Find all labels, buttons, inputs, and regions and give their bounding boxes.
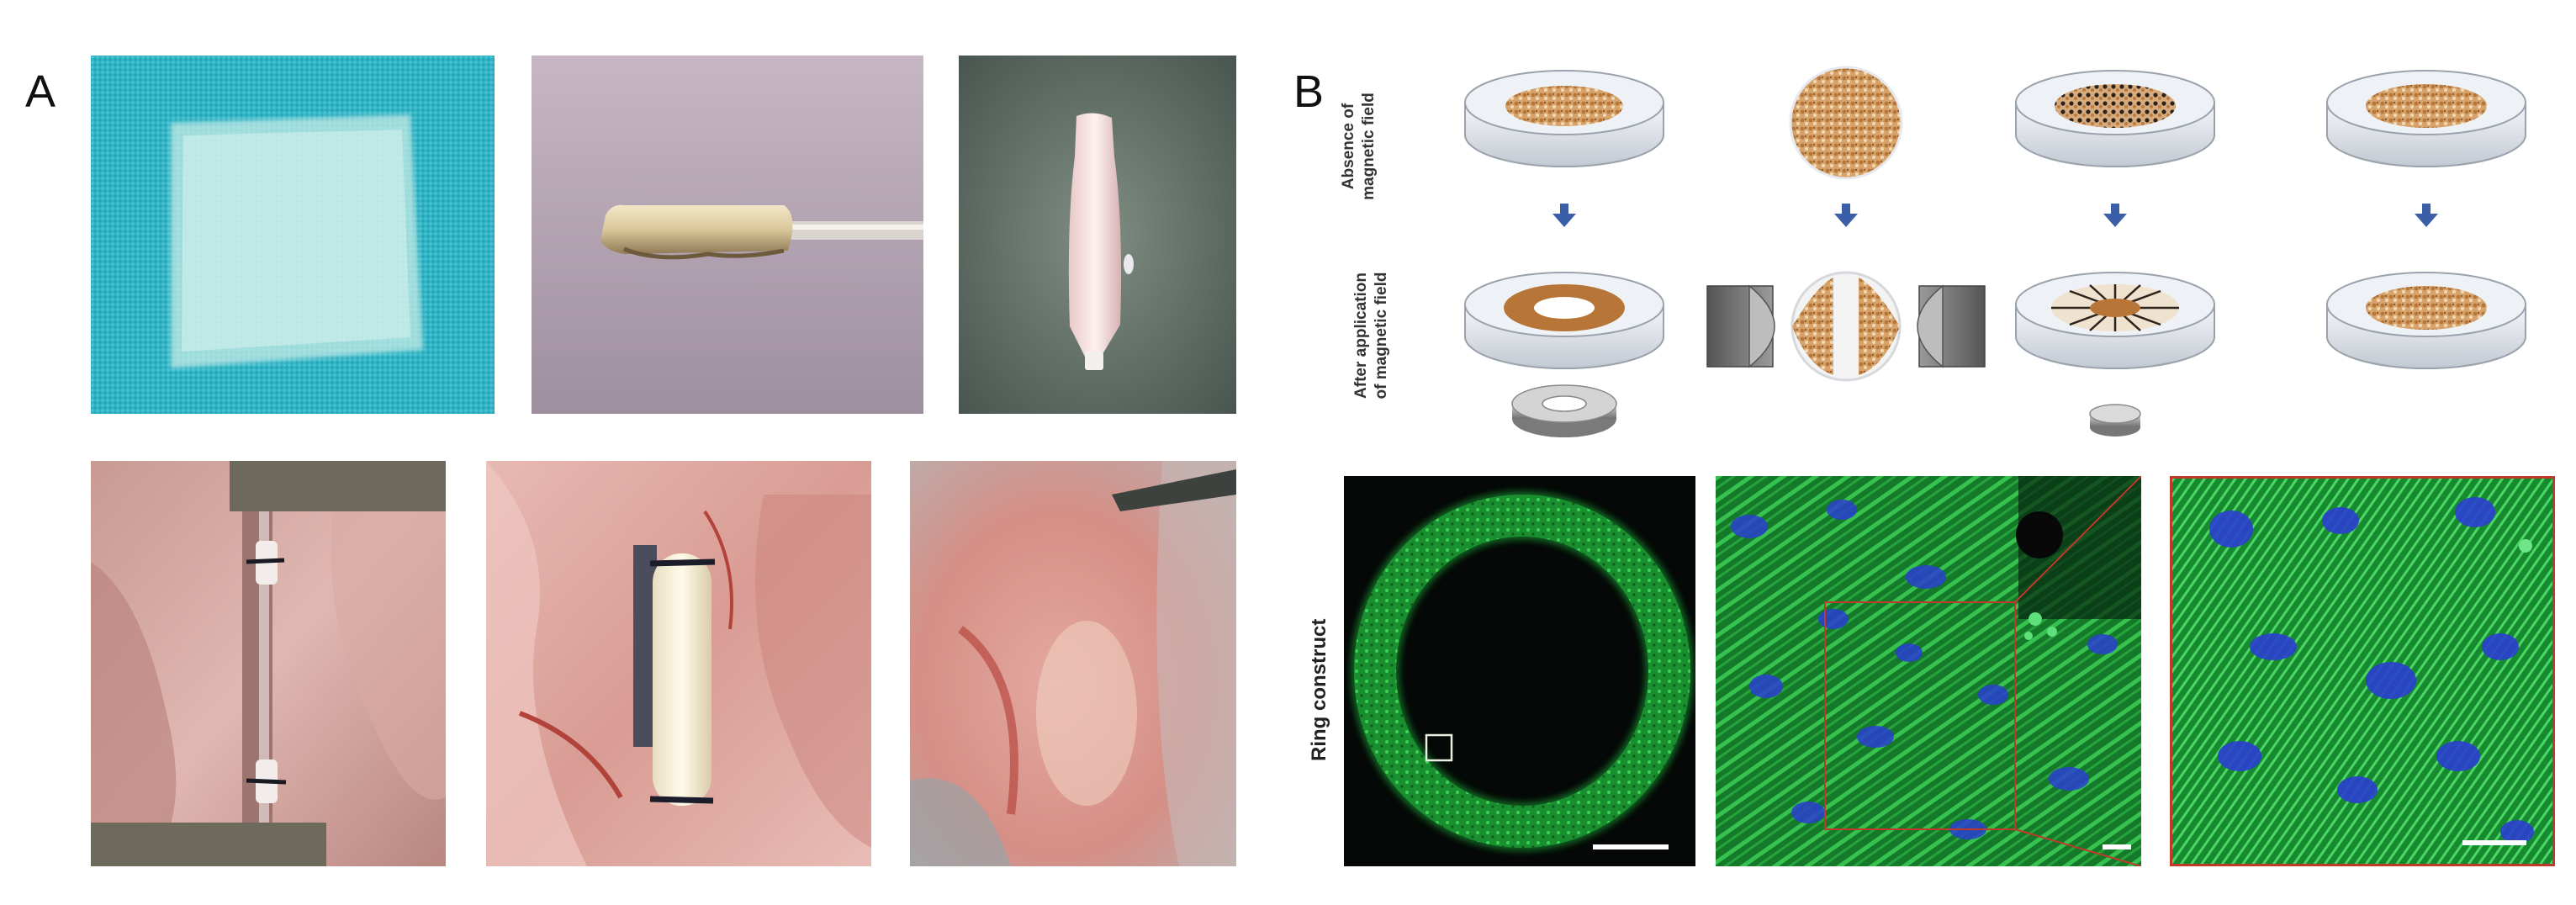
cell-sphere <box>1789 66 1903 180</box>
arrow-down-icons <box>1552 204 2438 227</box>
photo-implant-clamped <box>91 461 446 866</box>
zoom-box <box>1824 601 2016 830</box>
petri-dish-icon <box>2326 272 2526 369</box>
petri-dish-icon <box>2015 272 2215 369</box>
petri-dish-icon <box>2015 70 2215 167</box>
panel-label-a: A <box>25 66 56 117</box>
petri-dish-icon <box>1464 272 1664 369</box>
photo-implant-in-tissue <box>486 461 871 866</box>
photo-gel-sheet <box>91 56 495 414</box>
ring-construct-label: Ring construct <box>1308 618 1330 761</box>
micrograph-zoom <box>2170 476 2555 866</box>
photo-explant-site <box>910 461 1236 866</box>
bar-magnet-icon <box>1917 284 1986 368</box>
photo-sealed-tube <box>959 56 1236 414</box>
bar-magnet-icon <box>1706 284 1775 368</box>
micrograph-fibers <box>1716 476 2141 866</box>
scale-bar <box>1593 844 1669 849</box>
magnetic-schematic <box>1464 66 2526 437</box>
scale-bar <box>2462 840 2526 845</box>
micrograph-ring <box>1344 476 1695 866</box>
disc-magnet-icon <box>2089 404 2141 437</box>
photo-tube-on-rod <box>532 56 923 414</box>
petri-dish-icon <box>2326 70 2526 167</box>
cell-sphere-aligned <box>1791 271 1902 382</box>
scale-bar <box>2103 844 2131 849</box>
ring-magnet-icon <box>1511 384 1617 437</box>
petri-dish-icon <box>1464 70 1664 167</box>
panel-label-b: B <box>1293 66 1325 117</box>
